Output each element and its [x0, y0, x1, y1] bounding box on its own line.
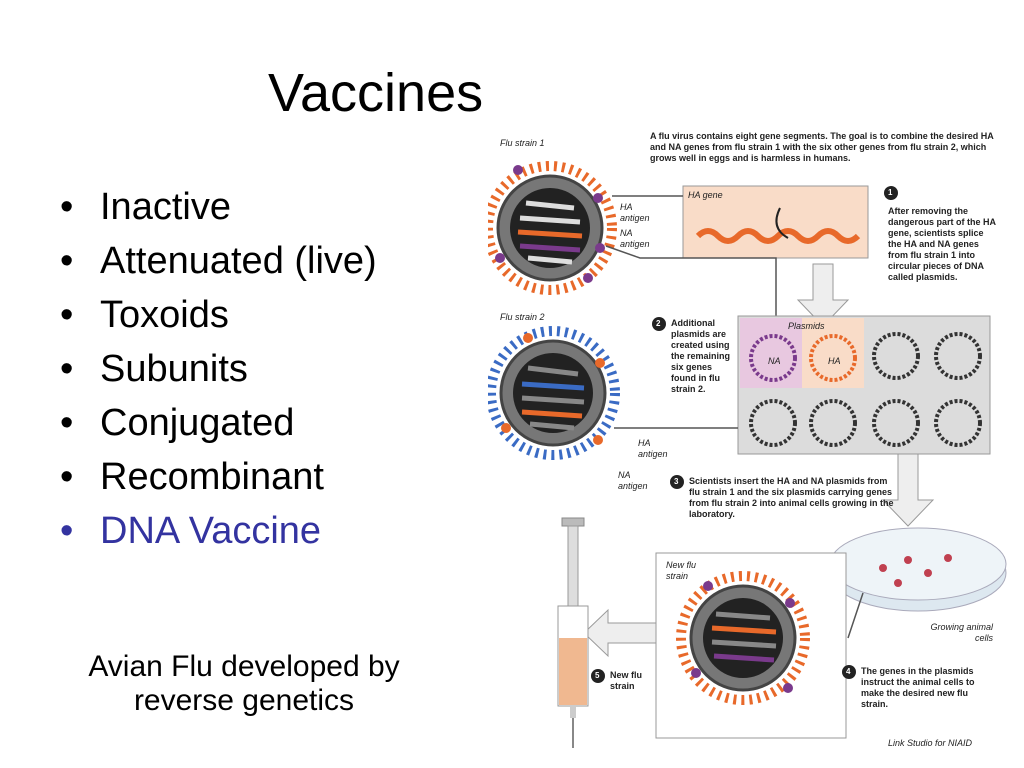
vaccine-type-list: • Inactive • Attenuated (live) • Toxoids • S… — [58, 180, 377, 558]
bullet-text: Inactive — [100, 186, 231, 228]
list-item: • Conjugated — [58, 396, 377, 450]
ha-antigen-label-2: HA antigen — [638, 438, 668, 459]
bullet-icon: • — [60, 456, 74, 498]
bullet-text: Toxoids — [100, 294, 229, 336]
bullet-icon: • — [60, 240, 74, 282]
strain-1-label: Flu strain 1 — [500, 138, 545, 148]
ha-gene-label: HA gene — [688, 190, 723, 200]
bullet-icon: • — [60, 294, 74, 336]
slide-title: Vaccines — [268, 63, 484, 123]
bullet-icon: • — [60, 186, 74, 228]
step-5-number: 5 — [595, 671, 600, 680]
bullet-text: Subunits — [100, 348, 248, 390]
step-3-number: 3 — [674, 477, 679, 486]
step-2-text: Additional plasmids are created using th… — [671, 318, 731, 394]
plasmid-rings — [749, 332, 982, 447]
ha-antigen-label: HA antigen — [620, 202, 650, 223]
step-1-number: 1 — [888, 188, 893, 197]
na-plasmid-label: NA — [768, 356, 781, 366]
list-item: • Toxoids — [58, 288, 377, 342]
growing-cells-label: Growing animal cells — [930, 622, 993, 643]
diagram-intro-text: A flu virus contains eight gene segments… — [650, 131, 994, 163]
na-antigen-label: NA antigen — [620, 228, 650, 249]
plasmids-label: Plasmids — [788, 321, 825, 331]
step-4-number: 4 — [846, 667, 851, 676]
caption-line: reverse genetics — [133, 684, 355, 717]
list-item: • DNA Vaccine — [58, 504, 377, 558]
strain-2-label: Flu strain 2 — [500, 312, 545, 322]
caption-line: Avian Flu developed by — [88, 650, 400, 683]
bullet-icon: • — [60, 510, 74, 552]
new-flu-strain-label: New flu strain — [666, 560, 697, 581]
credit-text: Link Studio for NIAID — [888, 738, 973, 748]
bullet-text: Recombinant — [100, 456, 324, 498]
flu-strain-2-virus-icon — [488, 326, 620, 460]
bullet-text: Attenuated (live) — [100, 240, 377, 282]
bullet-icon: • — [60, 348, 74, 390]
flu-strain-1-virus-icon — [488, 161, 617, 295]
reverse-genetics-diagram: A flu virus contains eight gene segments… — [488, 128, 1008, 753]
bullet-text: Conjugated — [100, 402, 295, 444]
step-2-number: 2 — [656, 319, 661, 328]
list-item: • Recombinant — [58, 450, 377, 504]
bullet-text: DNA Vaccine — [100, 510, 322, 552]
na-antigen-label-2: NA antigen — [618, 470, 648, 491]
step-5-text: New flu strain — [610, 670, 643, 691]
diagram-graphics — [488, 161, 1007, 748]
ha-plasmid-label: HA — [828, 356, 841, 366]
bullet-icon: • — [60, 402, 74, 444]
step-markers — [591, 186, 898, 683]
list-item: • Subunits — [58, 342, 377, 396]
syringe-icon — [557, 517, 589, 748]
step-4-text: The genes in the plasmids instruct the a… — [861, 666, 975, 709]
step-1-text: After removing the dangerous part of the… — [888, 206, 996, 282]
step-3-text: Scientists insert the HA and NA plasmids… — [689, 476, 894, 519]
new-flu-virus-icon — [676, 571, 810, 705]
list-item: • Inactive — [58, 180, 377, 234]
list-item: • Attenuated (live) — [58, 234, 377, 288]
slide-caption: Avian Flu developed by reverse genetics — [54, 650, 434, 718]
petri-dish-icon — [829, 527, 1007, 612]
